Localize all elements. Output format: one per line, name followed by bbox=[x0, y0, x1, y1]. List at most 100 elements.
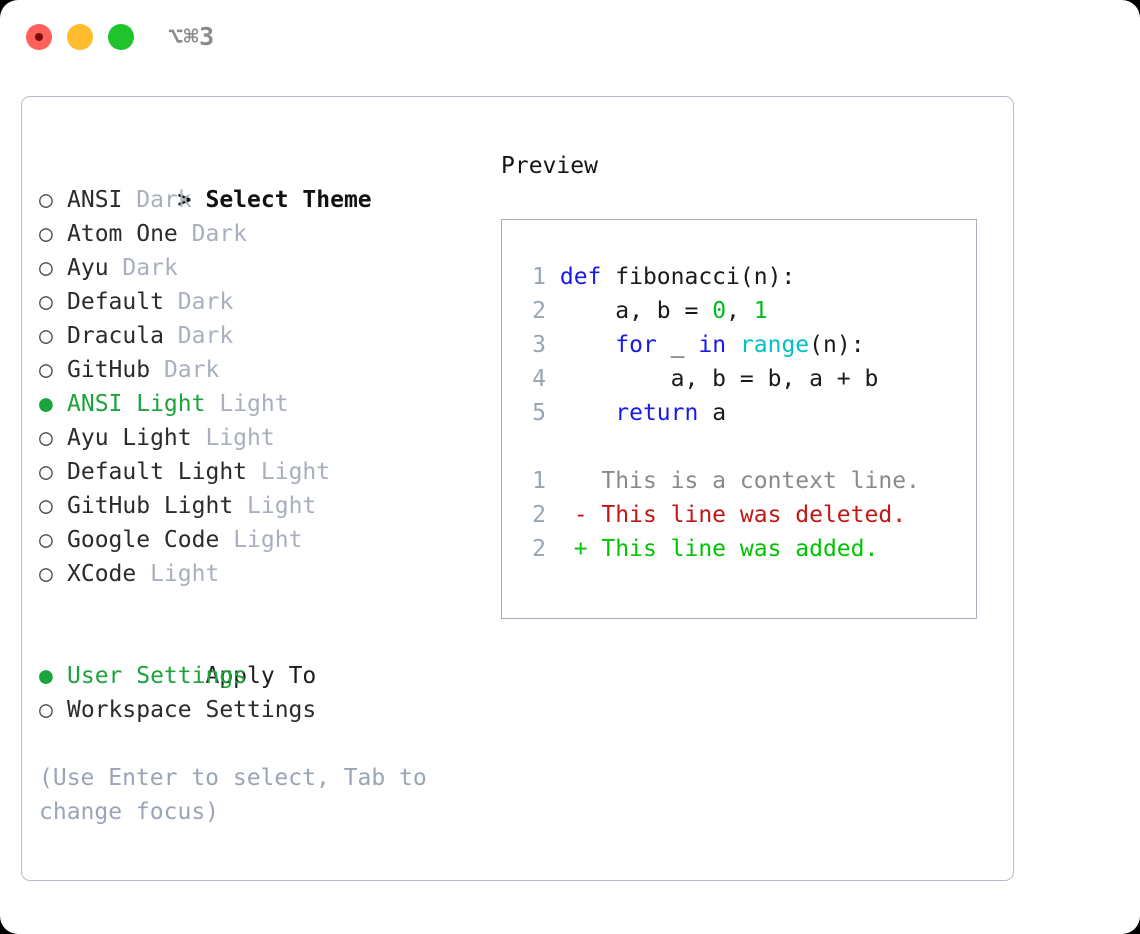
theme-name-label: Default bbox=[67, 289, 164, 315]
theme-list-item[interactable]: ○ Ayu Dark bbox=[39, 251, 489, 285]
theme-list-item[interactable]: ○ Ayu Light Light bbox=[39, 421, 489, 455]
theme-variant-label: Light bbox=[219, 391, 289, 417]
list-spacer bbox=[39, 591, 489, 625]
theme-label-spacer bbox=[192, 425, 206, 451]
code-token: for bbox=[615, 332, 657, 358]
code-token bbox=[560, 400, 615, 426]
theme-variant-label: Light bbox=[247, 493, 317, 519]
theme-name-label: ANSI bbox=[67, 187, 123, 213]
code-token: def bbox=[559, 264, 616, 290]
line-number-gutter bbox=[546, 298, 560, 324]
code-line: 3 for _ in range(n): bbox=[519, 328, 970, 362]
diff-sample-block: 1 This is a context line.2 - This line w… bbox=[519, 464, 970, 566]
zoom-button-icon[interactable] bbox=[108, 24, 134, 50]
content-panel: >Select Theme ○ANSI Dark○Atom One Dark○A… bbox=[21, 96, 1014, 881]
theme-list-item[interactable]: ● ANSI Light Light bbox=[39, 387, 489, 421]
caret-icon: > bbox=[177, 187, 192, 213]
line-number-gutter bbox=[546, 400, 560, 426]
line-number-gutter bbox=[546, 502, 560, 528]
code-token: range bbox=[739, 332, 810, 358]
theme-list-item[interactable]: ○ Default Light Light bbox=[39, 455, 489, 489]
keyboard-shortcut-label: ⌥⌘3 bbox=[168, 22, 215, 51]
line-number-gutter bbox=[546, 332, 560, 358]
code-token: 0 bbox=[712, 298, 727, 324]
theme-label-spacer bbox=[178, 221, 192, 247]
theme-label-spacer bbox=[109, 255, 123, 281]
code-token: , bbox=[726, 298, 754, 324]
theme-name-label: GitHub bbox=[67, 357, 151, 383]
minimize-button-icon[interactable] bbox=[67, 24, 93, 50]
theme-list-item[interactable]: ○Dracula Dark bbox=[39, 319, 489, 353]
theme-name-label: Ayu bbox=[67, 255, 109, 281]
apply-to-list: ● User Settings ○Workspace Settings bbox=[39, 659, 489, 727]
code-line: 1 def fibonacci(n): bbox=[519, 260, 970, 294]
radio-unselected-icon[interactable]: ○ bbox=[39, 289, 53, 315]
line-number: 1 bbox=[532, 468, 546, 494]
apply-to-label: User Settings bbox=[67, 663, 248, 689]
keyboard-hint-text: (Use Enter to select, Tab to change focu… bbox=[39, 765, 441, 825]
theme-list-item[interactable]: ○XCode Light bbox=[39, 557, 489, 591]
radio-unselected-icon[interactable]: ○ bbox=[39, 221, 53, 247]
theme-variant-label: Light bbox=[260, 459, 331, 485]
code-line: 5 return a bbox=[519, 396, 970, 430]
preview-column: Preview 1 def fibonacci(n):2 a, b = 0, 1… bbox=[501, 149, 1001, 619]
theme-label-spacer bbox=[205, 391, 219, 417]
line-number: 5 bbox=[532, 400, 546, 426]
theme-list-item[interactable]: ○ ANSI Dark bbox=[39, 183, 489, 217]
apply-to-heading: Apply To bbox=[39, 625, 489, 689]
theme-label-spacer bbox=[164, 289, 178, 315]
code-token: - This line was deleted. bbox=[559, 502, 907, 528]
theme-list-item[interactable]: ○Atom One Dark bbox=[39, 217, 489, 251]
line-number: 2 bbox=[532, 298, 546, 324]
apply-to-heading-label: Apply To bbox=[205, 663, 317, 689]
radio-unselected-icon[interactable]: ○ bbox=[39, 357, 53, 383]
radio-unselected-icon[interactable]: ○ bbox=[39, 187, 53, 213]
radio-selected-icon[interactable]: ● bbox=[39, 663, 53, 689]
line-number: 1 bbox=[532, 264, 546, 290]
radio-unselected-icon[interactable]: ○ bbox=[39, 459, 53, 485]
theme-variant-label: Dark bbox=[122, 255, 178, 281]
code-token: return bbox=[615, 400, 699, 426]
theme-variant-label: Light bbox=[205, 425, 275, 451]
theme-variant-label: Dark bbox=[136, 187, 192, 213]
theme-name-label: GitHub Light bbox=[67, 493, 234, 519]
theme-label-spacer bbox=[233, 493, 247, 519]
diff-line: 1 This is a context line. bbox=[519, 464, 970, 498]
theme-name-label: Ayu Light bbox=[67, 425, 192, 451]
radio-unselected-icon[interactable]: ○ bbox=[39, 323, 53, 349]
line-number: 4 bbox=[532, 366, 546, 392]
line-number-gutter bbox=[546, 366, 560, 392]
diff-line: 2 + This line was added. bbox=[519, 532, 970, 566]
theme-variant-label: Light bbox=[150, 561, 220, 587]
theme-label-spacer bbox=[150, 357, 164, 383]
apply-to-list-item[interactable]: ● User Settings bbox=[39, 659, 489, 693]
code-token: This is a context line. bbox=[559, 468, 920, 494]
apply-to-list-item[interactable]: ○Workspace Settings bbox=[39, 693, 489, 727]
theme-list-item[interactable]: ○Default Dark bbox=[39, 285, 489, 319]
theme-name-label: ANSI Light bbox=[67, 391, 206, 417]
radio-selected-icon[interactable]: ● bbox=[39, 391, 53, 417]
theme-label-spacer bbox=[219, 527, 233, 553]
radio-unselected-icon[interactable]: ○ bbox=[39, 255, 53, 281]
theme-list-item[interactable]: ○Google Code Light bbox=[39, 523, 489, 557]
theme-variant-label: Dark bbox=[191, 221, 248, 247]
diff-line: 2 - This line was deleted. bbox=[519, 498, 970, 532]
theme-variant-label: Dark bbox=[163, 357, 220, 383]
line-number-gutter bbox=[546, 264, 560, 290]
radio-unselected-icon[interactable]: ○ bbox=[39, 697, 53, 723]
theme-list-item[interactable]: ○ GitHub Light Light bbox=[39, 489, 489, 523]
select-theme-heading-label: Select Theme bbox=[205, 187, 372, 213]
radio-unselected-icon[interactable]: ○ bbox=[39, 493, 53, 519]
theme-list-item[interactable]: ○ GitHub Dark bbox=[39, 353, 489, 387]
radio-unselected-icon[interactable]: ○ bbox=[39, 527, 53, 553]
theme-name-label: Default Light bbox=[67, 459, 248, 485]
code-token bbox=[726, 332, 740, 358]
theme-variant-label: Dark bbox=[177, 323, 234, 349]
radio-unselected-icon[interactable]: ○ bbox=[39, 561, 53, 587]
theme-list: ○ANSI Dark○Atom One Dark○Ayu Dark○Defaul… bbox=[39, 183, 489, 591]
radio-unselected-icon[interactable]: ○ bbox=[39, 425, 53, 451]
close-button-icon[interactable] bbox=[26, 24, 52, 50]
